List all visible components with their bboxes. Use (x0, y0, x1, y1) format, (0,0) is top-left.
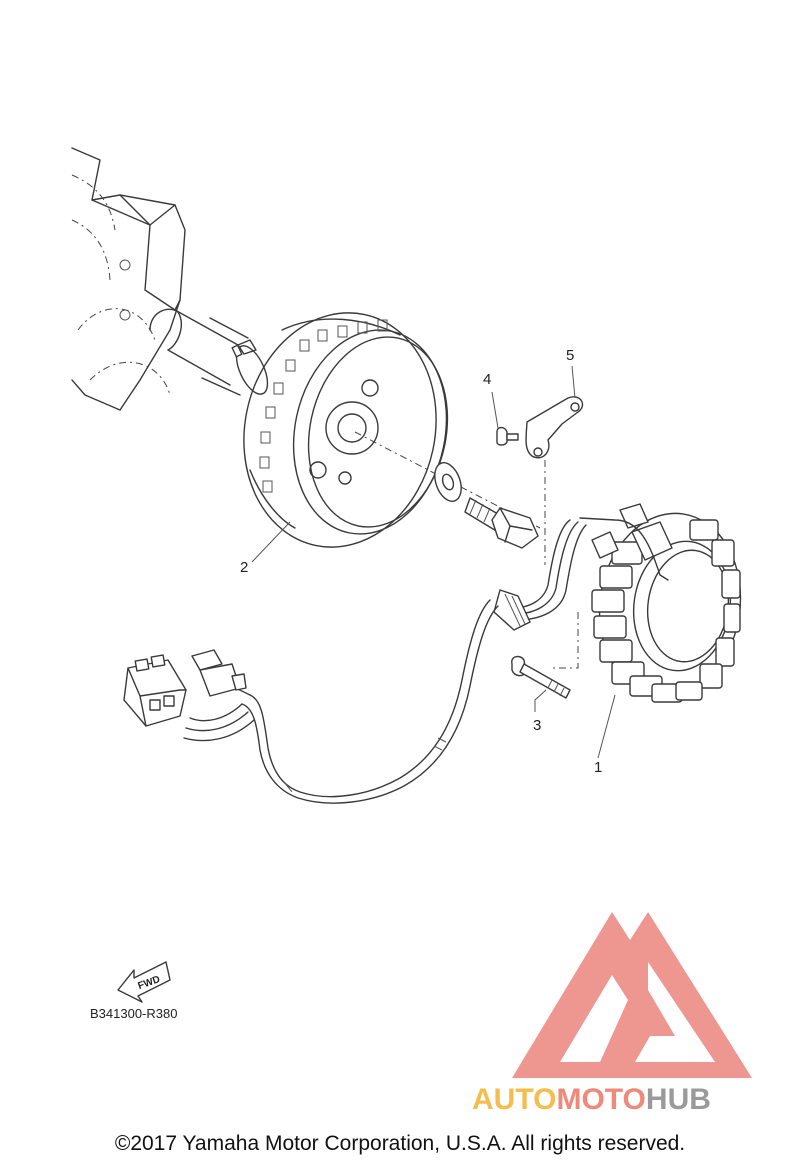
diagram-code: B341300-R380 (90, 1006, 178, 1021)
callout-1: 1 (594, 759, 602, 776)
guide-line-bolt (550, 612, 579, 669)
stator-poles (591, 519, 741, 703)
stator-bolt-3 (511, 655, 571, 699)
screw-4 (496, 426, 519, 446)
callout-4: 4 (483, 371, 491, 388)
flywheel-rotor (243, 312, 449, 548)
callout-5: 5 (566, 347, 574, 364)
flywheel-bolt (464, 497, 539, 549)
fwd-arrow-icon: FWD (117, 961, 171, 1003)
rotor-slots (259, 319, 388, 493)
connector-large (123, 654, 187, 727)
callout-leaders (251, 365, 616, 759)
brand-part-moto: MOTO (556, 1083, 646, 1116)
copyright-notice: ©2017 Yamaha Motor Corporation, U.S.A. A… (114, 1132, 686, 1155)
brand-part-hub: HUB (645, 1083, 711, 1116)
brand-part-auto: AUTO (472, 1083, 557, 1116)
callout-2: 2 (240, 559, 248, 576)
crankshaft (71, 147, 269, 411)
callout-3: 3 (533, 717, 541, 734)
wire-harness (183, 517, 669, 804)
watermark-brand: AUTOMOTOHUB (472, 1083, 711, 1117)
watermark-logo-icon (512, 912, 752, 1078)
connector-small (191, 649, 247, 697)
washer (434, 462, 462, 502)
clamp-5 (525, 396, 584, 459)
stator-assembly (591, 503, 742, 703)
